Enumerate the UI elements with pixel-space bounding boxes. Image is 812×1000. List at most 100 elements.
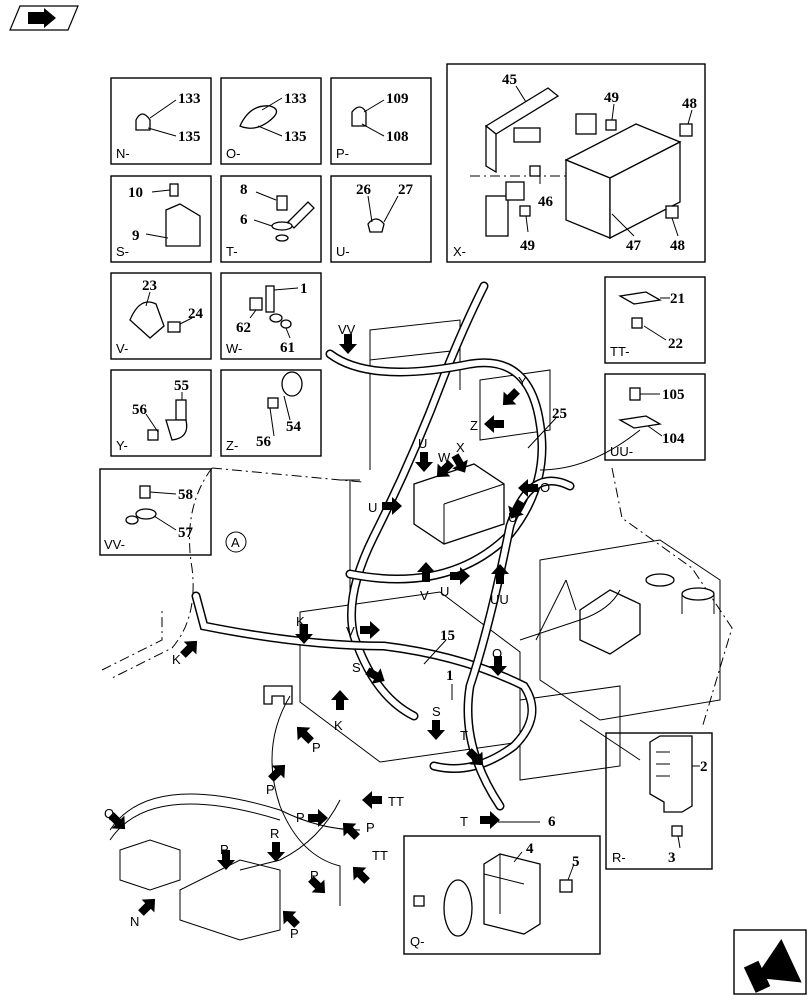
callout: 108 <box>386 129 409 145</box>
view-arrow: N <box>130 892 162 929</box>
svg-text:P: P <box>266 782 275 797</box>
callout: 62 <box>236 320 251 336</box>
detail-label: UU- <box>610 444 633 459</box>
callout: 49 <box>520 238 535 254</box>
detail-label: TT- <box>610 344 630 359</box>
callout: 47 <box>626 238 642 254</box>
svg-text:P: P <box>296 810 305 825</box>
view-arrow: U <box>440 567 470 599</box>
svg-text:T: T <box>460 728 468 743</box>
callout: 22 <box>668 336 683 352</box>
view-arrow: P <box>276 904 304 941</box>
view-arrow: VV <box>338 322 357 354</box>
svg-text:T: T <box>460 814 468 829</box>
svg-text:W: W <box>438 450 451 465</box>
view-arrow: W <box>430 450 458 484</box>
detail-label: P- <box>336 146 349 161</box>
svg-text:U: U <box>440 584 449 599</box>
view-arrow: O <box>489 646 507 676</box>
svg-text:S: S <box>352 660 361 675</box>
svg-text:Q: Q <box>104 806 114 821</box>
svg-text:P: P <box>310 868 319 883</box>
view-arrow: O <box>518 479 550 497</box>
detail-label: S- <box>116 244 129 259</box>
view-arrow: Y <box>496 374 527 412</box>
callout: 105 <box>662 387 685 403</box>
callout: 49 <box>604 90 619 106</box>
main-assembly-view: A 25 15 1 6 VV Y Z U W X O U U V U <box>101 281 733 941</box>
detail-label: T- <box>226 244 238 259</box>
detail-box-t: 8 6 T- <box>220 175 322 263</box>
svg-text:Z: Z <box>470 418 478 433</box>
view-arrow: V <box>346 621 380 639</box>
detail-box-w: 1 62 61 W- <box>220 272 322 360</box>
callout: 58 <box>178 487 193 503</box>
detail-box-p: 109 108 P- <box>330 77 432 165</box>
svg-text:K: K <box>296 614 305 629</box>
view-arrow: V <box>417 562 435 603</box>
view-arrow: X <box>447 440 473 478</box>
svg-text:N: N <box>130 914 139 929</box>
callout: 48 <box>682 96 697 112</box>
view-arrow: TT <box>346 848 388 888</box>
svg-text:P: P <box>312 740 321 755</box>
callout: 4 <box>526 841 534 857</box>
view-arrow: R <box>267 826 285 862</box>
callout: 10 <box>128 185 143 201</box>
svg-text:P: P <box>290 926 299 941</box>
view-arrow: UU <box>490 564 509 607</box>
detail-label: Y- <box>116 438 128 453</box>
detail-label: V- <box>116 341 128 356</box>
view-arrow: U <box>368 497 402 515</box>
callout: 48 <box>670 238 685 254</box>
detail-box-r: 2 3 R- <box>605 732 713 870</box>
detail-box-vv: 58 57 VV- <box>99 468 212 556</box>
callout: 135 <box>178 129 201 145</box>
callout: 1 <box>300 281 308 297</box>
view-arrow: P <box>290 720 321 755</box>
view-arrow: P <box>264 758 292 797</box>
detail-box-o: 133 135 O- <box>220 77 322 165</box>
callout: 21 <box>670 291 685 307</box>
next-page-arrow-icon[interactable] <box>733 929 807 1000</box>
view-arrow: P <box>336 816 375 844</box>
view-arrow: Q <box>104 806 132 836</box>
callout: 57 <box>178 525 194 541</box>
svg-text:K: K <box>334 718 343 733</box>
svg-text:V: V <box>420 588 429 603</box>
svg-text:X: X <box>456 440 465 455</box>
svg-text:O: O <box>540 480 550 495</box>
svg-text:K: K <box>172 652 181 667</box>
svg-text:P: P <box>366 820 375 835</box>
callout: 24 <box>188 306 204 322</box>
view-arrow: S <box>352 660 390 689</box>
callout: 25 <box>552 406 567 422</box>
view-arrow: U <box>503 496 529 525</box>
book-icon[interactable] <box>9 5 79 31</box>
detail-box-u: 26 27 U- <box>330 175 432 263</box>
view-arrow: P <box>296 809 328 827</box>
detail-box-tt: 21 22 TT- <box>604 276 706 364</box>
callout: 56 <box>256 434 272 450</box>
callout: 6 <box>548 814 556 830</box>
callout: 8 <box>240 182 248 198</box>
svg-text:U: U <box>368 500 377 515</box>
view-arrow: S <box>427 704 445 740</box>
callout: 3 <box>668 850 676 866</box>
detail-label: N- <box>116 146 130 161</box>
callout: 56 <box>132 402 148 418</box>
detail-box-z: 54 56 Z- <box>220 369 322 457</box>
view-arrow: T <box>460 811 500 829</box>
callout: 46 <box>538 194 554 210</box>
detail-label: Z- <box>226 438 238 453</box>
detail-box-y: 55 56 Y- <box>110 369 212 457</box>
view-arrow: U <box>415 436 433 472</box>
callout: 9 <box>132 228 140 244</box>
detail-label: X- <box>453 244 466 259</box>
view-arrow: P <box>304 868 332 900</box>
callout: 104 <box>662 431 685 447</box>
callout: 27 <box>398 182 414 198</box>
detail-label: R- <box>612 850 626 865</box>
detail-label: W- <box>226 341 242 356</box>
